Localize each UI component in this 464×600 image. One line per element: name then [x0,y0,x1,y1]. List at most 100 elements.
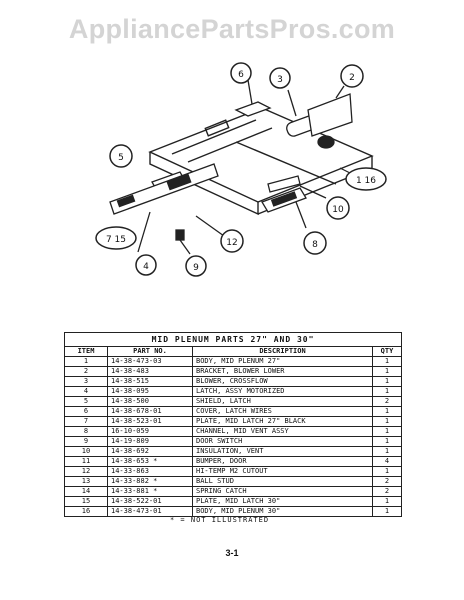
column-header-item: ITEM [64,346,108,357]
cell-qty: 2 [372,476,402,487]
cell-item: 16 [64,506,108,517]
page-number: 3-1 [225,548,239,558]
callout-label: 4 [143,262,149,272]
cell-description: BRACKET, BLOWER LOWER [192,366,373,377]
mid-latch-plate [109,163,219,253]
watermark: AppliancePartsPros.com [68,14,396,44]
cell-description: PLATE, MID LATCH 27" BLACK [192,416,373,427]
cell-part: 14-38-483 [107,366,193,377]
cell-part: 14-33-863 [107,466,193,477]
cell-qty: 1 [372,506,402,517]
callout-label: 12 [226,238,237,248]
cell-part: 14-19-809 [107,436,193,447]
cell-item: 12 [64,466,108,477]
callout-label: 3 [277,75,283,85]
callout-6 [230,62,252,84]
cell-description: SPRING CATCH [192,486,373,497]
cell-qty: 1 [372,466,402,477]
cell-item: 7 [64,416,108,427]
cell-part: 14-38-515 [107,376,193,387]
cell-item: 5 [64,396,108,407]
cell-qty: 1 [372,426,402,437]
cell-description: BALL STUD [192,476,373,487]
column-header-qty: QTY [372,346,402,357]
cell-qty: 2 [372,396,402,407]
cell-qty: 1 [372,406,402,417]
callout-7-15 [95,226,137,250]
cell-qty: 1 [372,366,402,377]
callout-label: 6 [238,70,244,80]
cell-description: BODY, MID PLENUM 27" [192,356,373,367]
cell-description: LATCH, ASSY MOTORIZED [192,386,373,397]
cell-qty: 1 [372,496,402,507]
cell-item: 11 [64,456,108,467]
cell-qty: 2 [372,486,402,497]
callout-label: 1 16 [356,176,376,186]
cell-part: 14-38-522-01 [107,496,193,507]
cell-item: 8 [64,426,108,437]
cell-part: 16-10-059 [107,426,193,437]
callout-4 [135,254,157,276]
callout-10 [326,196,350,220]
cell-item: 2 [64,366,108,377]
parts-table: MID PLENUM PARTS 27" AND 30" ITEM PART N… [64,332,402,517]
door-switch [175,215,225,255]
cell-item: 9 [64,436,108,447]
cell-description: PLATE, MID LATCH 30" [192,496,373,507]
table-title: MID PLENUM PARTS 27" AND 30" [64,332,402,347]
cell-description: HI-TEMP M2 CUTOUT [192,466,373,477]
cell-qty: 1 [372,386,402,397]
cell-item: 14 [64,486,108,497]
cover-latch-wires [234,79,272,117]
exploded-parts-diagram: 6 3 2 5 1 16 10 7 15 12 8 4 9 [95,62,387,277]
cell-part: 14-33-881 * [107,486,193,497]
column-header-part: PART NO. [107,346,193,357]
cell-qty: 4 [372,456,402,467]
vent-parts [261,175,327,229]
cell-description: DOOR SWITCH [192,436,373,447]
callout-5 [109,144,133,168]
footnote: * = NOT ILLUSTRATED [170,516,270,524]
callout-label: 7 15 [106,235,126,245]
callout-12 [220,229,244,253]
callout-2 [340,64,364,88]
callout-label: 2 [349,73,355,83]
callout-9 [185,255,207,277]
cell-item: 10 [64,446,108,457]
callout-label: 5 [118,153,124,163]
column-header-description: DESCRIPTION [192,346,373,357]
cell-description: COVER, LATCH WIRES [192,406,373,417]
cell-part: 14-38-500 [107,396,193,407]
cell-item: 15 [64,496,108,507]
cell-description: CHANNEL, MID VENT ASSY [192,426,373,437]
blower-assembly [286,85,353,149]
cell-qty: 1 [372,356,402,367]
cell-part: 14-38-523-01 [107,416,193,427]
cell-description: INSULATION, VENT [192,446,373,457]
cell-qty: 1 [372,446,402,457]
cell-part: 14-38-653 * [107,456,193,467]
cell-item: 13 [64,476,108,487]
cell-item: 1 [64,356,108,367]
cell-description: BLOWER, CROSSFLOW [192,376,373,387]
callout-label: 9 [193,263,199,273]
callout-8 [303,231,327,255]
callout-label: 10 [332,205,344,215]
cell-item: 4 [64,386,108,397]
cell-description: BODY, MID PLENUM 30" [192,506,373,517]
